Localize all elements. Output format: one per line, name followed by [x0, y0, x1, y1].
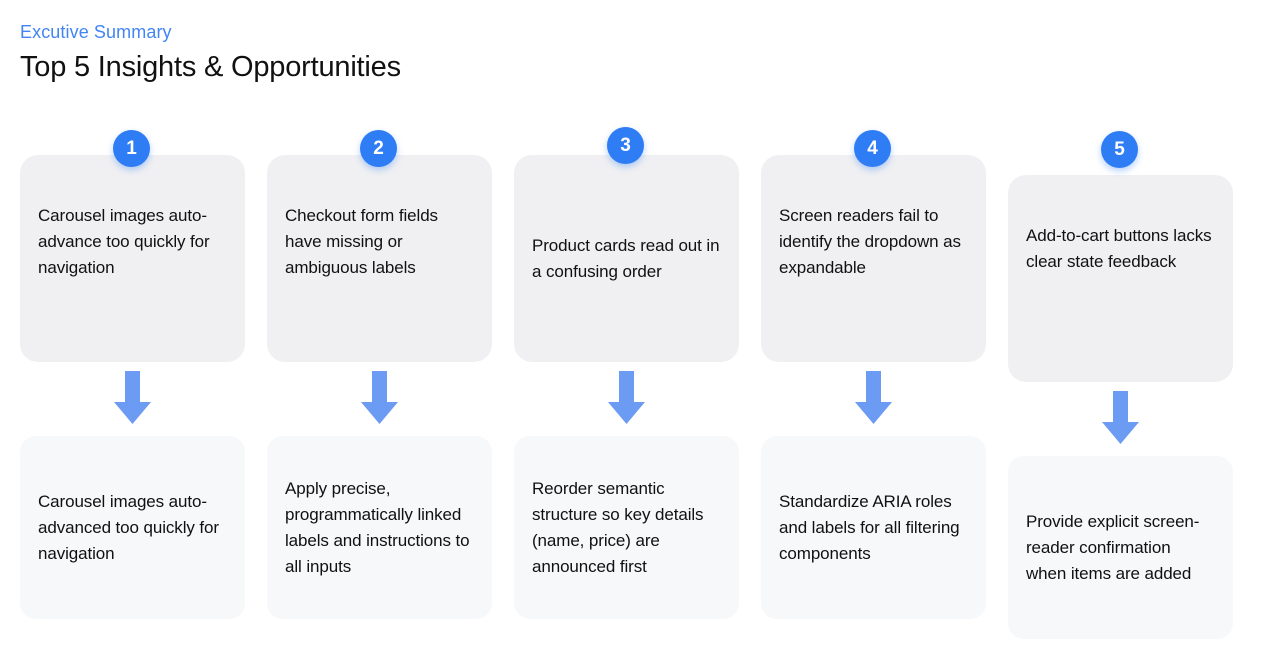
insight-card-2[interactable]: Checkout form fields have missing or amb…	[267, 155, 492, 362]
arrow-down-icon-4	[761, 362, 986, 436]
insight-card-3[interactable]: Product cards read out in a confusing or…	[514, 155, 739, 362]
step-number-badge-5: 5	[1101, 131, 1138, 168]
insight-card-text-1: Carousel images auto-advance too quickly…	[38, 206, 210, 277]
eyebrow-label: Excutive Summary	[20, 22, 172, 42]
insight-column-1: 1 Carousel images auto-advance too quick…	[20, 120, 245, 619]
step-number-badge-3: 3	[607, 127, 644, 164]
opportunity-card-4[interactable]: Standardize ARIA roles and labels for al…	[761, 436, 986, 619]
opportunity-card-text-4: Standardize ARIA roles and labels for al…	[779, 491, 960, 563]
arrow-down-icon-5	[1008, 382, 1233, 456]
opportunity-card-5[interactable]: Provide explicit screen-reader confirmat…	[1008, 456, 1233, 639]
page-title: Top 5 Insights & Opportunities	[20, 51, 401, 83]
insight-card-text-2: Checkout form fields have missing or amb…	[285, 206, 438, 277]
opportunity-card-1[interactable]: Carousel images auto-advanced too quickl…	[20, 436, 245, 619]
insight-card-text-3: Product cards read out in a confusing or…	[532, 235, 720, 281]
opportunity-card-text-1: Carousel images auto-advanced too quickl…	[38, 491, 219, 563]
insight-column-5: 5 Add-to-cart buttons lacks clear state …	[1008, 120, 1233, 639]
insight-columns: 1 Carousel images auto-advance too quick…	[0, 120, 1270, 640]
opportunity-card-text-3: Reorder semantic structure so key detail…	[532, 478, 704, 576]
arrow-down-icon-2	[267, 362, 492, 436]
insight-card-5[interactable]: Add-to-cart buttons lacks clear state fe…	[1008, 175, 1233, 382]
insight-card-4[interactable]: Screen readers fail to identify the drop…	[761, 155, 986, 362]
insight-column-4: 4 Screen readers fail to identify the dr…	[761, 120, 986, 619]
step-number-badge-1: 1	[113, 130, 150, 167]
opportunity-card-text-2: Apply precise, programmatically linked l…	[285, 478, 470, 576]
arrow-down-icon-3	[514, 362, 739, 436]
step-number-badge-2: 2	[360, 130, 397, 167]
opportunity-card-2[interactable]: Apply precise, programmatically linked l…	[267, 436, 492, 619]
arrow-down-icon-1	[20, 362, 245, 436]
opportunity-card-3[interactable]: Reorder semantic structure so key detail…	[514, 436, 739, 619]
header: Excutive Summary Top 5 Insights & Opport…	[20, 20, 401, 86]
insight-column-3: 3 Product cards read out in a confusing …	[514, 120, 739, 619]
insight-column-2: 2 Checkout form fields have missing or a…	[267, 120, 492, 619]
insight-card-text-4: Screen readers fail to identify the drop…	[779, 206, 961, 277]
opportunity-card-text-5: Provide explicit screen-reader confirmat…	[1026, 511, 1200, 583]
step-number-badge-4: 4	[854, 130, 891, 167]
insight-card-text-5: Add-to-cart buttons lacks clear state fe…	[1026, 226, 1212, 271]
insight-card-1[interactable]: Carousel images auto-advance too quickly…	[20, 155, 245, 362]
